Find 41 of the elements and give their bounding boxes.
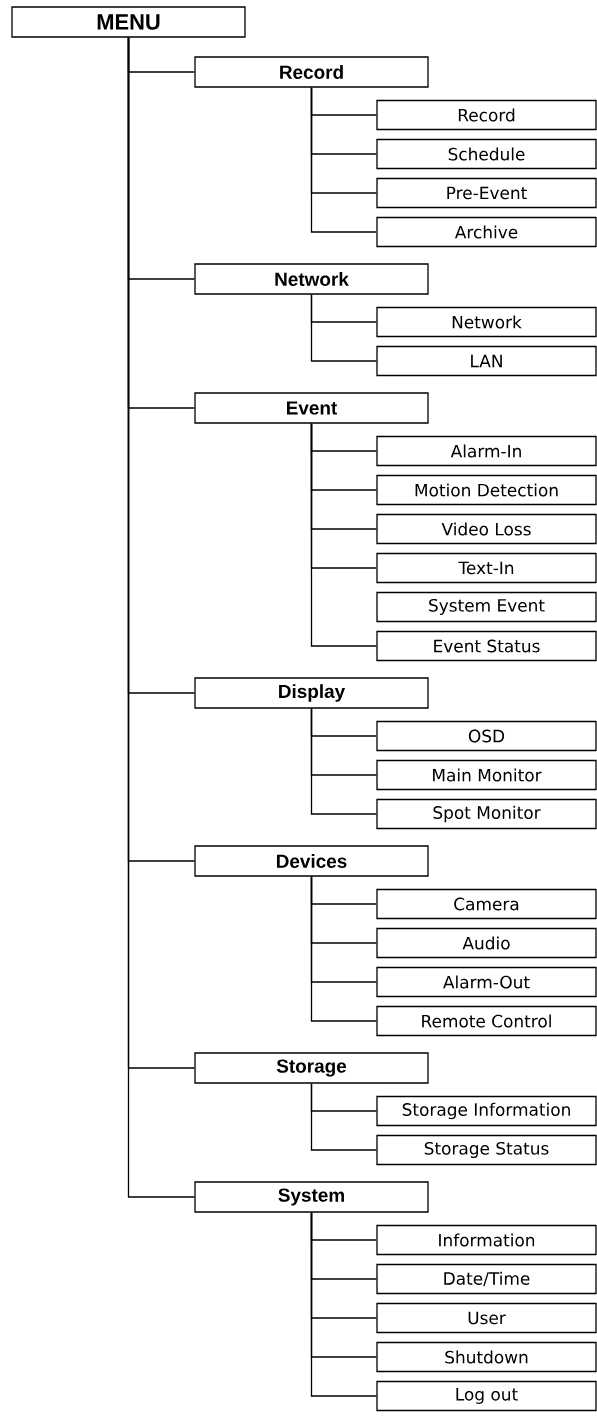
category-box: Network [194, 263, 429, 295]
item-box: System Event [376, 591, 597, 623]
category-box: Storage [194, 1052, 429, 1084]
item-box: Information [376, 1224, 597, 1256]
item-box: Audio [376, 927, 597, 959]
item-box: Motion Detection [376, 474, 597, 506]
item-box: Camera [376, 888, 597, 920]
item-box: Record [376, 99, 597, 131]
item-box: Pre-Event [376, 177, 597, 209]
item-box: Network [376, 306, 597, 338]
item-box: Spot Monitor [376, 798, 597, 830]
category-box: Display [194, 677, 429, 709]
item-box: Storage Information [376, 1095, 597, 1127]
item-box: Storage Status [376, 1134, 597, 1166]
menu-box: MENU [11, 6, 246, 38]
item-box: Archive [376, 216, 597, 248]
item-box: Event Status [376, 630, 597, 662]
item-box: Alarm-In [376, 435, 597, 467]
connector-line [310, 708, 377, 815]
connector-line [310, 1212, 377, 1397]
item-box: Date/Time [376, 1263, 597, 1295]
item-box: User [376, 1302, 597, 1334]
item-box: Text-In [376, 552, 597, 584]
item-box: Video Loss [376, 513, 597, 545]
item-box: Alarm-Out [376, 966, 597, 998]
connector-line [310, 423, 377, 647]
item-box: OSD [376, 720, 597, 752]
item-box: Shutdown [376, 1341, 597, 1373]
category-box: Devices [194, 845, 429, 877]
item-box: Remote Control [376, 1005, 597, 1037]
connector-line [310, 87, 377, 233]
item-box: Log out [376, 1380, 597, 1412]
connector-line [310, 1083, 377, 1151]
connector-line [310, 876, 377, 1022]
category-box: System [194, 1181, 429, 1213]
category-box: Record [194, 56, 429, 88]
item-box: Main Monitor [376, 759, 597, 791]
category-box: Event [194, 392, 429, 424]
connector-line [310, 294, 377, 362]
item-box: LAN [376, 345, 597, 377]
item-box: Schedule [376, 138, 597, 170]
